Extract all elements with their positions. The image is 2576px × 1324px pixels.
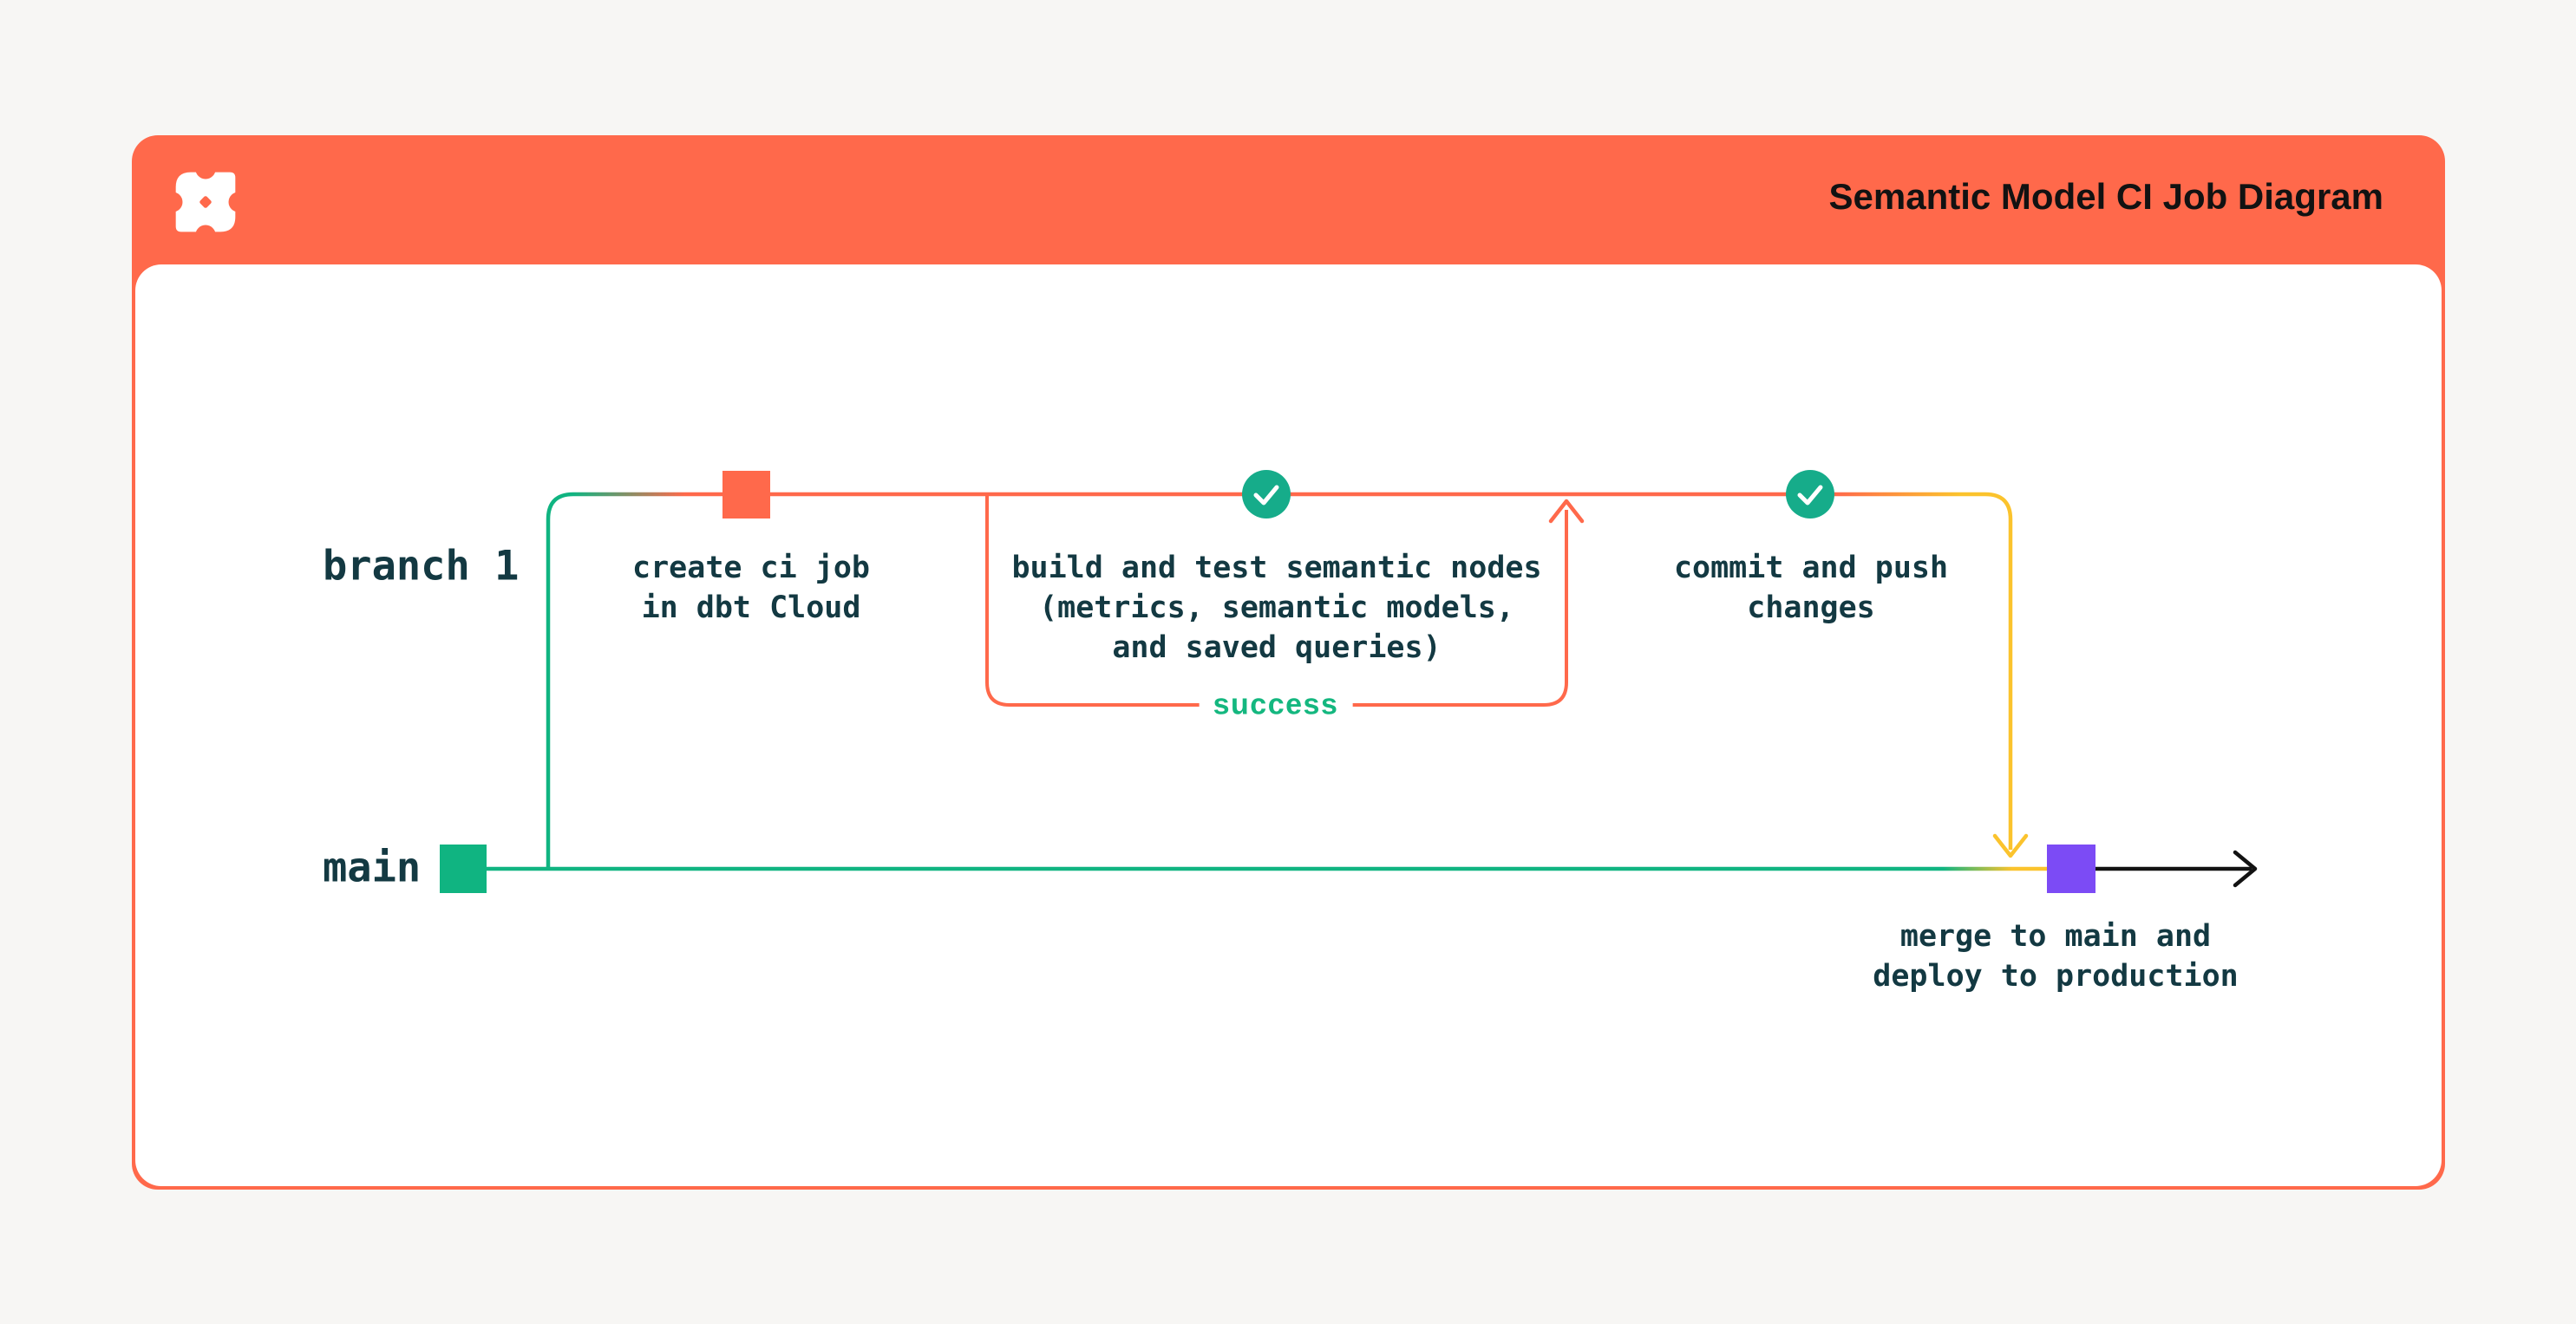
arrowhead-up-icon — [1548, 499, 1585, 524]
branch-line-vertical — [546, 492, 574, 869]
commit-marker-main-start — [440, 845, 487, 893]
branch-line-yellow-descent — [1960, 492, 2013, 850]
commit-marker-create-ci-job — [722, 471, 770, 519]
step-line: build and test semantic nodes — [1011, 551, 1542, 585]
step-merge-deploy: merge to main and deploy to production — [1873, 916, 2238, 996]
step-build-test: build and test semantic nodes (metrics, … — [1011, 548, 1541, 668]
step-line: changes — [1747, 590, 1875, 625]
check-icon — [1786, 470, 1834, 519]
step-line: merge to main and — [1899, 919, 2212, 954]
step-commit-push: commit and push changes — [1674, 548, 1948, 628]
commit-marker-merge — [2047, 845, 2095, 893]
arrowhead-down-icon — [1992, 833, 2029, 858]
step-line: create ci job — [632, 551, 870, 585]
arrowhead-right-icon — [2233, 850, 2258, 888]
step-line: (metrics, semantic models, — [1039, 590, 1514, 625]
step-line: commit and push — [1673, 551, 1949, 585]
diagram-canvas — [135, 264, 2442, 1186]
step-line: and saved queries) — [1112, 630, 1442, 665]
success-badge: success — [1199, 686, 1353, 724]
lane-label-main: main — [323, 844, 422, 892]
step-line: deploy to production — [1873, 959, 2239, 994]
diagram-card: Semantic Model CI Job Diagram — [132, 135, 2445, 1190]
page-title: Semantic Model CI Job Diagram — [1828, 176, 2383, 217]
lane-label-branch: branch 1 — [323, 542, 520, 590]
check-icon — [1242, 470, 1291, 519]
step-create-ci-job: create ci job in dbt Cloud — [632, 548, 870, 628]
step-line: in dbt Cloud — [641, 590, 861, 625]
